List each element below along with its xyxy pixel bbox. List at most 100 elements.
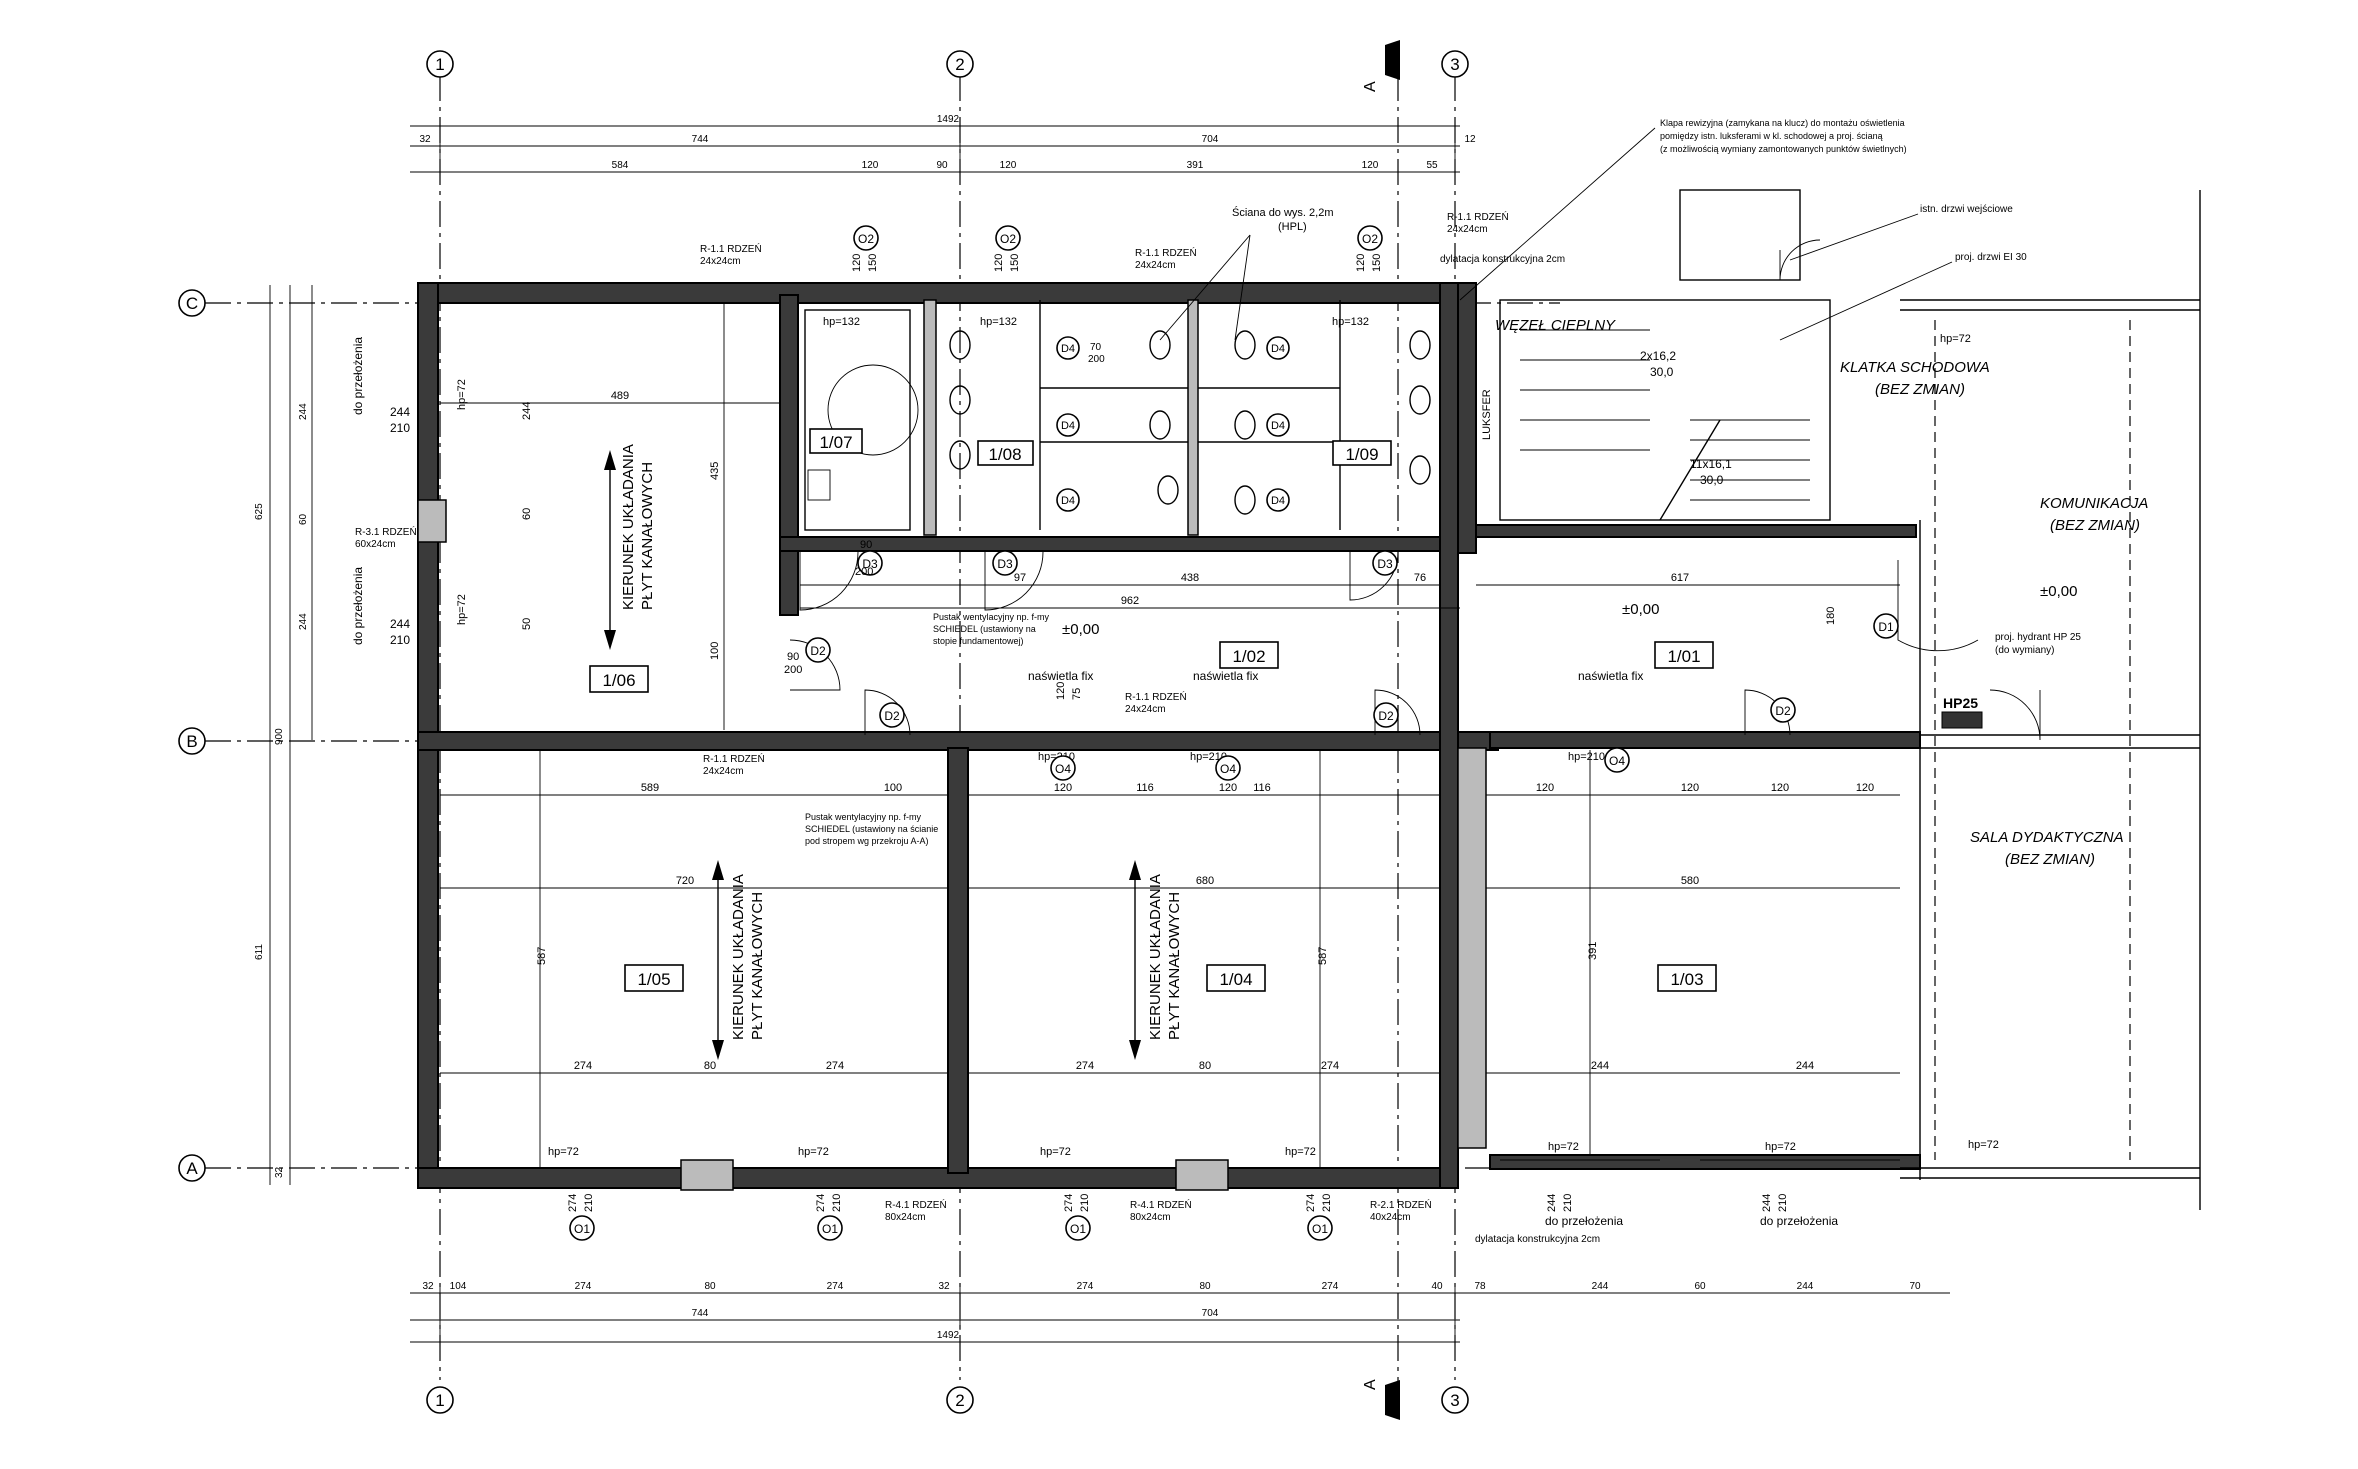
dim-1-04-120b: 120	[1219, 782, 1237, 794]
annotations: naświetla fix naświetla fix naświetla fi…	[351, 118, 2081, 1245]
room-1-05: 1/05	[637, 970, 670, 989]
dimensions-left: 625 611 900 244 60 244 32	[254, 285, 313, 1185]
hp-72-b: hp=72	[798, 1146, 829, 1158]
dim-bot-60: 60	[1694, 1281, 1706, 1292]
dim-bot-40: 40	[1431, 1281, 1443, 1292]
lintel-r11-a-line2: 24x24cm	[700, 256, 741, 267]
note-drzwi-ei30: proj. drzwi EI 30	[1955, 252, 2027, 263]
hp-72-h: hp=72	[1940, 333, 1971, 345]
tag-d4-a: D4	[1061, 343, 1075, 355]
note-hpl-line1: Ściana do wys. 2,2m	[1232, 206, 1334, 219]
slab-direction-1-05-line2: PŁYT KANAŁOWYCH	[749, 892, 766, 1040]
dim-left-60: 60	[298, 513, 309, 525]
note-klapa-line2: pomiędzy istn. luksferami w kl. schodowe…	[1660, 131, 1883, 141]
tag-d4-e: D4	[1271, 420, 1285, 432]
tag-o2-a: O2	[858, 232, 874, 246]
note-klapa-line1: Klapa rewizyjna (zamykana na klucz) do m…	[1660, 118, 1905, 128]
note-hydrant-line2: (do wymiany)	[1995, 645, 2054, 656]
lintel-r31-line1: R-3.1 RDZEŃ	[355, 525, 417, 538]
hp-72-a: hp=72	[548, 1146, 579, 1158]
dim-bot-70: 70	[1909, 1281, 1921, 1292]
lintel-r31-line2: 60x24cm	[355, 539, 396, 550]
dim-1-01-180: 180	[1825, 607, 1837, 625]
room-tags: 1/06 1/07 1/08 1/09 1/02 1/01 1/05 1/04 …	[589, 428, 1717, 992]
hp-210-c: hp=210	[1568, 751, 1605, 763]
dim-top-744: 744	[692, 134, 709, 145]
label-sala-bez-zmian: (BEZ ZMIAN)	[2005, 851, 2095, 868]
label-luksfer: LUKSFER	[1481, 389, 1493, 440]
dim-top-120b: 120	[1000, 160, 1017, 171]
note-dylatacja-top: dylatacja konstrukcyjna 2cm	[1440, 254, 1565, 265]
dim-1-02-97: 97	[1014, 572, 1026, 584]
note-drzwi-wejsciowe: istn. drzwi wejściowe	[1920, 204, 2013, 215]
dim-1-05-720: 720	[676, 875, 694, 887]
dim-1-04-680: 680	[1196, 875, 1214, 887]
dimensions-top: 1492 32 744 704 12 584 120 90 120 391 12…	[410, 114, 1476, 180]
dim-1-06-width: 489	[611, 390, 629, 402]
tag-d4-b: D4	[1061, 420, 1075, 432]
dim-1-03-580: 580	[1681, 875, 1699, 887]
toilet-cubicles	[804, 300, 1431, 531]
label-klatka-bez-zmian: (BEZ ZMIAN)	[1875, 381, 1965, 398]
dim-left-244b: 244	[298, 613, 309, 630]
size-o1-b-h: 210	[831, 1194, 843, 1212]
grid-label-2-bottom: 2	[955, 1391, 964, 1410]
size-win-a-h: 210	[390, 421, 410, 435]
hp-1-07: hp=132	[823, 316, 860, 328]
stairs-2-line2: 30,0	[1700, 473, 1724, 487]
dim-bot-78: 78	[1474, 1281, 1486, 1292]
lintel-r2-line1: R-2.1 RDZEŃ	[1370, 1198, 1432, 1211]
tag-d2-c: D2	[1378, 709, 1394, 723]
tag-o2-c: O2	[1362, 232, 1378, 246]
grid-label-B: B	[186, 732, 197, 751]
hp-1-08: hp=132	[980, 316, 1017, 328]
section-marker-top	[1385, 40, 1400, 80]
grid-label-3: 3	[1450, 55, 1459, 74]
note-pustak1-line3: stopie fundamentowej)	[933, 636, 1024, 646]
dim-1-04-116a: 116	[1136, 782, 1154, 794]
label-hp25: HP25	[1943, 695, 1978, 711]
dim-1-03-391: 391	[1587, 942, 1599, 960]
room-1-04: 1/04	[1219, 970, 1252, 989]
size-win-c-w: 244	[1546, 1194, 1558, 1212]
grid-label-1-bottom: 1	[435, 1391, 444, 1410]
dim-bot-244b: 244	[1797, 1281, 1814, 1292]
room-names: WĘZEŁ CIEPLNY KLATKA SCHODOWA (BEZ ZMIAN…	[620, 317, 2148, 1040]
size-d2-h: 200	[784, 664, 802, 676]
dim-top-391: 391	[1187, 160, 1204, 171]
opening-sizes: 120 150 120 150 120 150 274 210 274 210 …	[390, 254, 1789, 1212]
hp-72-e: hp=72	[1548, 1141, 1579, 1153]
lintel-r11-e-line2: 24x24cm	[1125, 704, 1166, 715]
lintel-r2-line2: 40x24cm	[1370, 1212, 1411, 1223]
lintel-r11-b-line2: 24x24cm	[1135, 260, 1176, 271]
dim-top-55: 55	[1426, 160, 1438, 171]
dim-1-05-587: 587	[536, 947, 548, 965]
size-o2-b-h: 150	[1009, 254, 1021, 272]
size-win-b-w: 244	[390, 617, 410, 631]
label-komunikacja-bez-zmian: (BEZ ZMIAN)	[2050, 517, 2140, 534]
dim-1-03-120a: 120	[1536, 782, 1554, 794]
dim-1-05-100: 100	[884, 782, 902, 794]
section-label-bottom: A	[1362, 1379, 1379, 1390]
elevation-komunikacja: ±0,00	[2040, 583, 2077, 600]
hp-72-d: hp=72	[1285, 1146, 1316, 1158]
hp-labels: hp=132 hp=132 hp=132 hp=210 hp=210 hp=21…	[456, 316, 1999, 1158]
tag-o4-b: O4	[1220, 762, 1236, 776]
tag-o1-b: O1	[822, 1222, 838, 1236]
lintel-notes: R-1.1 RDZEŃ 24x24cm R-1.1 RDZEŃ 24x24cm …	[355, 210, 1509, 1223]
tag-o1-d: O1	[1312, 1222, 1328, 1236]
label-klatka-schodowa: KLATKA SCHODOWA	[1840, 359, 1990, 376]
dim-bot-274b: 274	[827, 1281, 844, 1292]
label-wezel-cieplny: WĘZEŁ CIEPLNY	[1495, 317, 1616, 334]
label-sala-dydaktyczna: SALA DYDAKTYCZNA	[1970, 829, 2124, 846]
dim-1-06-60: 60	[521, 508, 533, 520]
slab-direction-1-04-line2: PŁYT KANAŁOWYCH	[1166, 892, 1183, 1040]
dim-bot-32: 32	[422, 1281, 434, 1292]
dim-1-05-80: 80	[704, 1060, 716, 1072]
dim-1-06-244a: 244	[521, 402, 533, 420]
size-o2-c-h: 150	[1371, 254, 1383, 272]
lintel-r11-d-line1: R-1.1 RDZEŃ	[703, 752, 765, 765]
size-o1-d-h: 210	[1321, 1194, 1333, 1212]
tag-d2-b: D2	[884, 709, 900, 723]
note-pustak1-line1: Pustak wentylacyjny np. f-my	[933, 612, 1050, 622]
